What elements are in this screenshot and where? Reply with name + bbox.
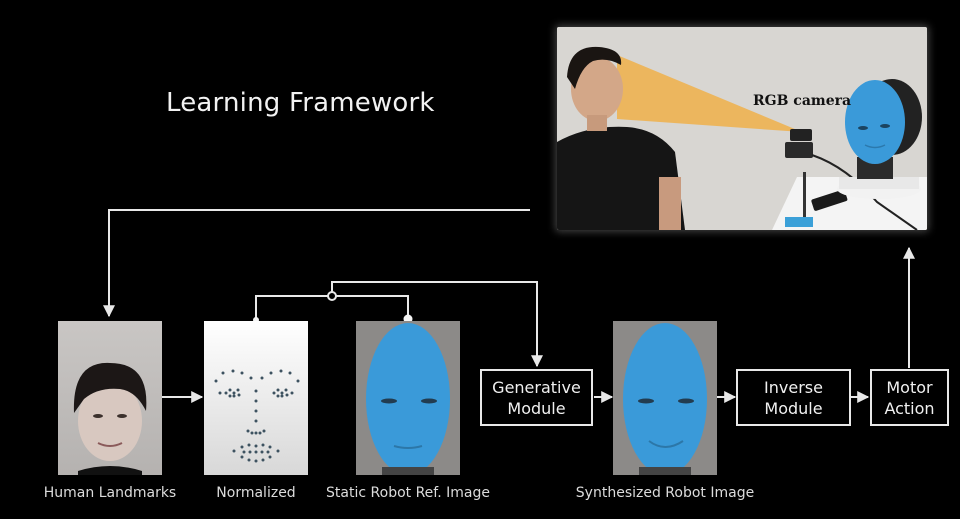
landmark-dot: [231, 369, 235, 373]
inverse-line2: Module: [764, 398, 823, 418]
landmark-dot: [224, 391, 228, 395]
scene-illustration: [557, 27, 927, 230]
landmark-dot: [261, 443, 265, 447]
landmark-dot: [228, 388, 232, 392]
motor-line2: Action: [884, 398, 935, 418]
landmark-dot: [254, 409, 258, 413]
landmark-dot: [254, 419, 258, 423]
caption-human-landmarks: Human Landmarks: [43, 485, 177, 501]
landmark-dot: [266, 450, 270, 454]
landmark-dot: [279, 369, 283, 373]
landmark-dot: [268, 445, 272, 449]
landmark-dot: [254, 444, 258, 448]
landmark-dot: [254, 431, 258, 435]
landmark-dots: [214, 369, 300, 463]
landmark-dot: [250, 431, 254, 435]
synthesized-robot-image: [613, 321, 717, 475]
landmark-dot: [240, 371, 244, 375]
caption-synthesized-robot: Synthesized Robot Image: [575, 485, 755, 501]
landmark-dot: [237, 393, 241, 397]
landmark-dot: [214, 379, 218, 383]
motor-line1: Motor: [886, 377, 933, 397]
robot-face: [366, 323, 450, 475]
landmark-dot: [247, 458, 251, 462]
person-shirt: [557, 126, 685, 230]
landmark-dot: [249, 376, 253, 380]
human-landmarks-image: [58, 321, 162, 475]
landmark-dot: [272, 391, 276, 395]
feedback-line: [103, 209, 530, 318]
robot-face: [845, 80, 905, 164]
landmark-dot: [254, 450, 258, 454]
landmark-dot: [260, 450, 264, 454]
landmark-dot: [232, 449, 236, 453]
landmark-dot: [276, 388, 280, 392]
scene-photo: RGB camera: [557, 27, 927, 230]
landmark-dot: [258, 431, 262, 435]
caption-normalized: Normalized: [216, 485, 296, 501]
landmark-dot: [290, 391, 294, 395]
join-to-generative: [331, 281, 543, 368]
landmark-dot: [248, 450, 252, 454]
landmark-dot: [236, 388, 240, 392]
landmark-dot: [280, 391, 284, 395]
caption-static-robot: Static Robot Ref. Image: [326, 485, 490, 501]
landmark-dot: [232, 394, 236, 398]
junction-node: [327, 291, 337, 301]
landmark-dot: [254, 459, 258, 463]
landmark-dot: [221, 371, 225, 375]
landmark-dot: [254, 399, 258, 403]
landmark-dot: [276, 394, 280, 398]
landmark-dot: [268, 455, 272, 459]
landmark-dot: [260, 376, 264, 380]
person-hair: [567, 46, 622, 89]
landmark-dot: [218, 391, 222, 395]
normalized-landmarks-image: [204, 321, 308, 475]
landmark-dot: [228, 394, 232, 398]
landmark-dot: [280, 394, 284, 398]
generative-line1: Generative: [492, 377, 581, 397]
inverse-line1: Inverse: [764, 377, 823, 397]
landmark-dot: [240, 455, 244, 459]
landmark-dot: [247, 443, 251, 447]
generative-line2: Module: [507, 398, 566, 418]
robot-face: [623, 323, 707, 475]
landmark-dot: [262, 429, 266, 433]
person-face: [571, 57, 623, 121]
landmark-dot: [242, 450, 246, 454]
camera-beam: [617, 55, 802, 132]
static-robot-image: [356, 321, 460, 475]
landmark-dot: [296, 379, 300, 383]
landmark-dot: [246, 429, 250, 433]
landmark-dot: [240, 445, 244, 449]
landmark-dot: [269, 371, 273, 375]
landmark-dot: [284, 388, 288, 392]
hair: [73, 362, 147, 413]
landmark-dot: [276, 449, 280, 453]
landmark-dot: [232, 391, 236, 395]
diagram-title: Learning Framework: [166, 88, 435, 118]
landmark-dot: [288, 371, 292, 375]
camera-icon: [790, 129, 812, 141]
landmark-dot: [254, 389, 258, 393]
rgb-camera-label: RGB camera: [753, 93, 852, 109]
landmark-dot: [285, 393, 289, 397]
landmark-dot: [261, 458, 265, 462]
